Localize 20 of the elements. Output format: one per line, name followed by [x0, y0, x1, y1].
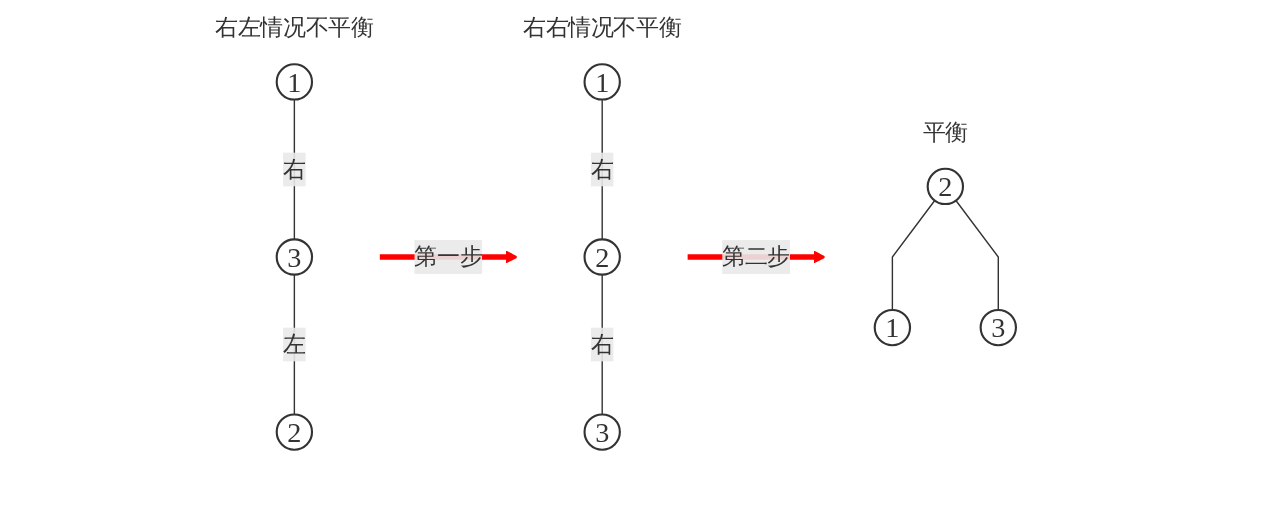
edge-label: 右: [283, 155, 306, 183]
node-text: 右左情况不平衡: [215, 14, 374, 41]
node-text: 平衡: [922, 118, 968, 146]
node-circle: 1: [583, 63, 621, 101]
connector: [891, 199, 936, 311]
edge-label: 右: [590, 330, 614, 358]
node-text: 右右情况不平衡: [523, 14, 682, 41]
edge-label: 右: [590, 155, 614, 183]
node-circle: 1: [873, 308, 912, 347]
node-circle: 2: [926, 167, 965, 206]
node-circle: 3: [275, 238, 314, 276]
edge-label: 第二步: [722, 242, 791, 270]
node-circle: 2: [583, 238, 621, 276]
edge-label: 左: [283, 330, 306, 358]
node-circle: 3: [979, 308, 1017, 347]
node-circle: 3: [583, 413, 621, 451]
node-circle: 1: [275, 63, 314, 101]
node-circle: 2: [275, 413, 314, 451]
edge-label: 第一步: [414, 242, 483, 270]
connector: [955, 199, 999, 311]
